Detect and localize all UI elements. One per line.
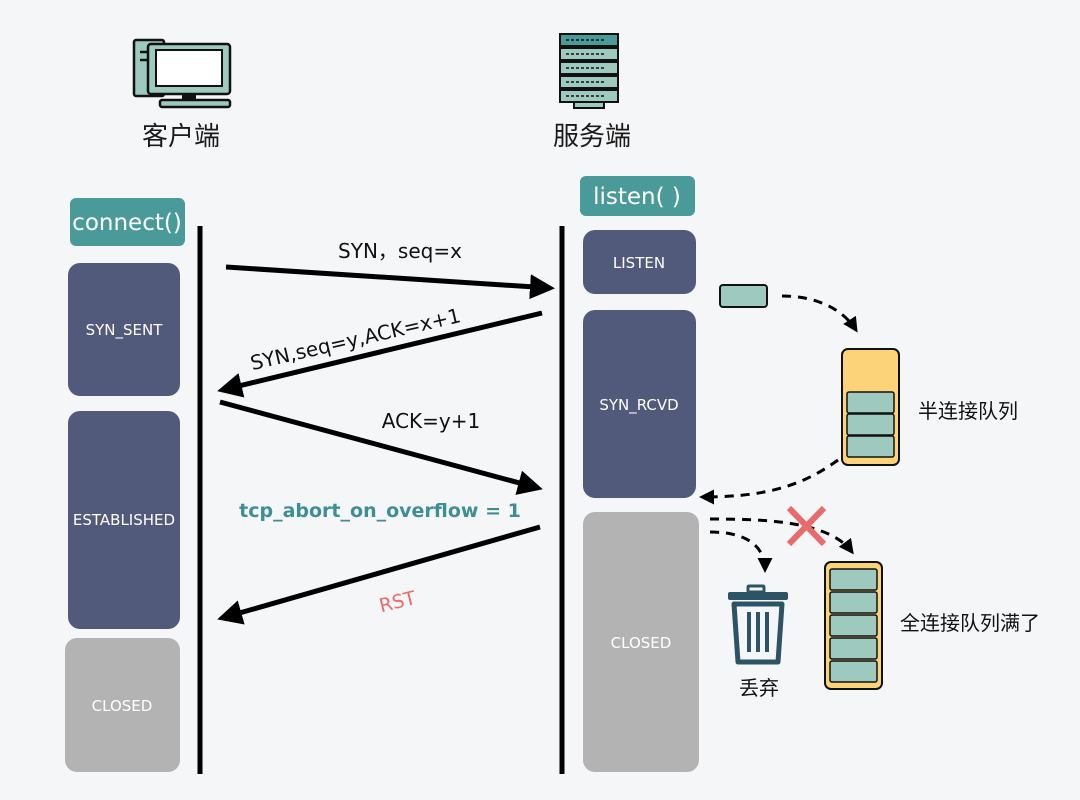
server-state-closed-label: CLOSED <box>611 634 672 652</box>
abort-on-overflow-label: tcp_abort_on_overflow = 1 <box>239 500 521 522</box>
listen-func-box <box>580 176 695 216</box>
server-state-closed <box>583 512 699 772</box>
client-state-syn-sent-label: SYN_SENT <box>86 321 164 340</box>
client-title: 客户端 <box>142 122 220 152</box>
half-queue-label: 半连接队列 <box>918 399 1018 423</box>
syn-label: SYN，seq=x <box>338 239 462 263</box>
server-state-listen-label: LISTEN <box>613 254 665 272</box>
full-queue <box>824 561 883 690</box>
packet-to-half-queue-arrow <box>781 294 858 333</box>
ack-label: ACK=y+1 <box>382 409 481 433</box>
incoming-packet <box>719 284 768 308</box>
server-title: 服务端 <box>553 122 631 152</box>
full-queue-label: 全连接队列满了 <box>900 611 1040 635</box>
server-state-listen <box>583 230 696 294</box>
server-state-syn-rcvd <box>583 310 696 498</box>
server-state-syn-rcvd-label: SYN_RCVD <box>599 396 678 415</box>
computer-icon <box>132 38 232 109</box>
server-icon <box>559 33 619 109</box>
connect-func-label: connect() <box>72 210 182 236</box>
to-trash-arrow <box>709 530 773 573</box>
client-state-established <box>68 411 180 629</box>
trash-icon <box>728 584 788 665</box>
to-full-queue-arrow <box>709 517 854 555</box>
half-queue-to-syn-rcvd-arrow <box>699 458 839 505</box>
client-state-syn-sent <box>68 263 180 396</box>
half-open-queue <box>841 348 900 466</box>
syn-ack-arrow <box>217 310 543 398</box>
connect-func-box <box>70 198 185 246</box>
rst-arrow <box>217 524 541 625</box>
discard-label: 丢弃 <box>739 676 779 700</box>
listen-func-label: listen( ) <box>593 184 681 210</box>
cross-icon <box>786 505 827 547</box>
rst-label: RST <box>377 587 418 617</box>
ack-arrow <box>219 399 543 495</box>
syn-arrow <box>225 264 555 300</box>
client-state-closed-label: CLOSED <box>92 697 153 715</box>
client-state-established-label: ESTABLISHED <box>73 511 175 529</box>
client-state-closed <box>65 638 180 772</box>
